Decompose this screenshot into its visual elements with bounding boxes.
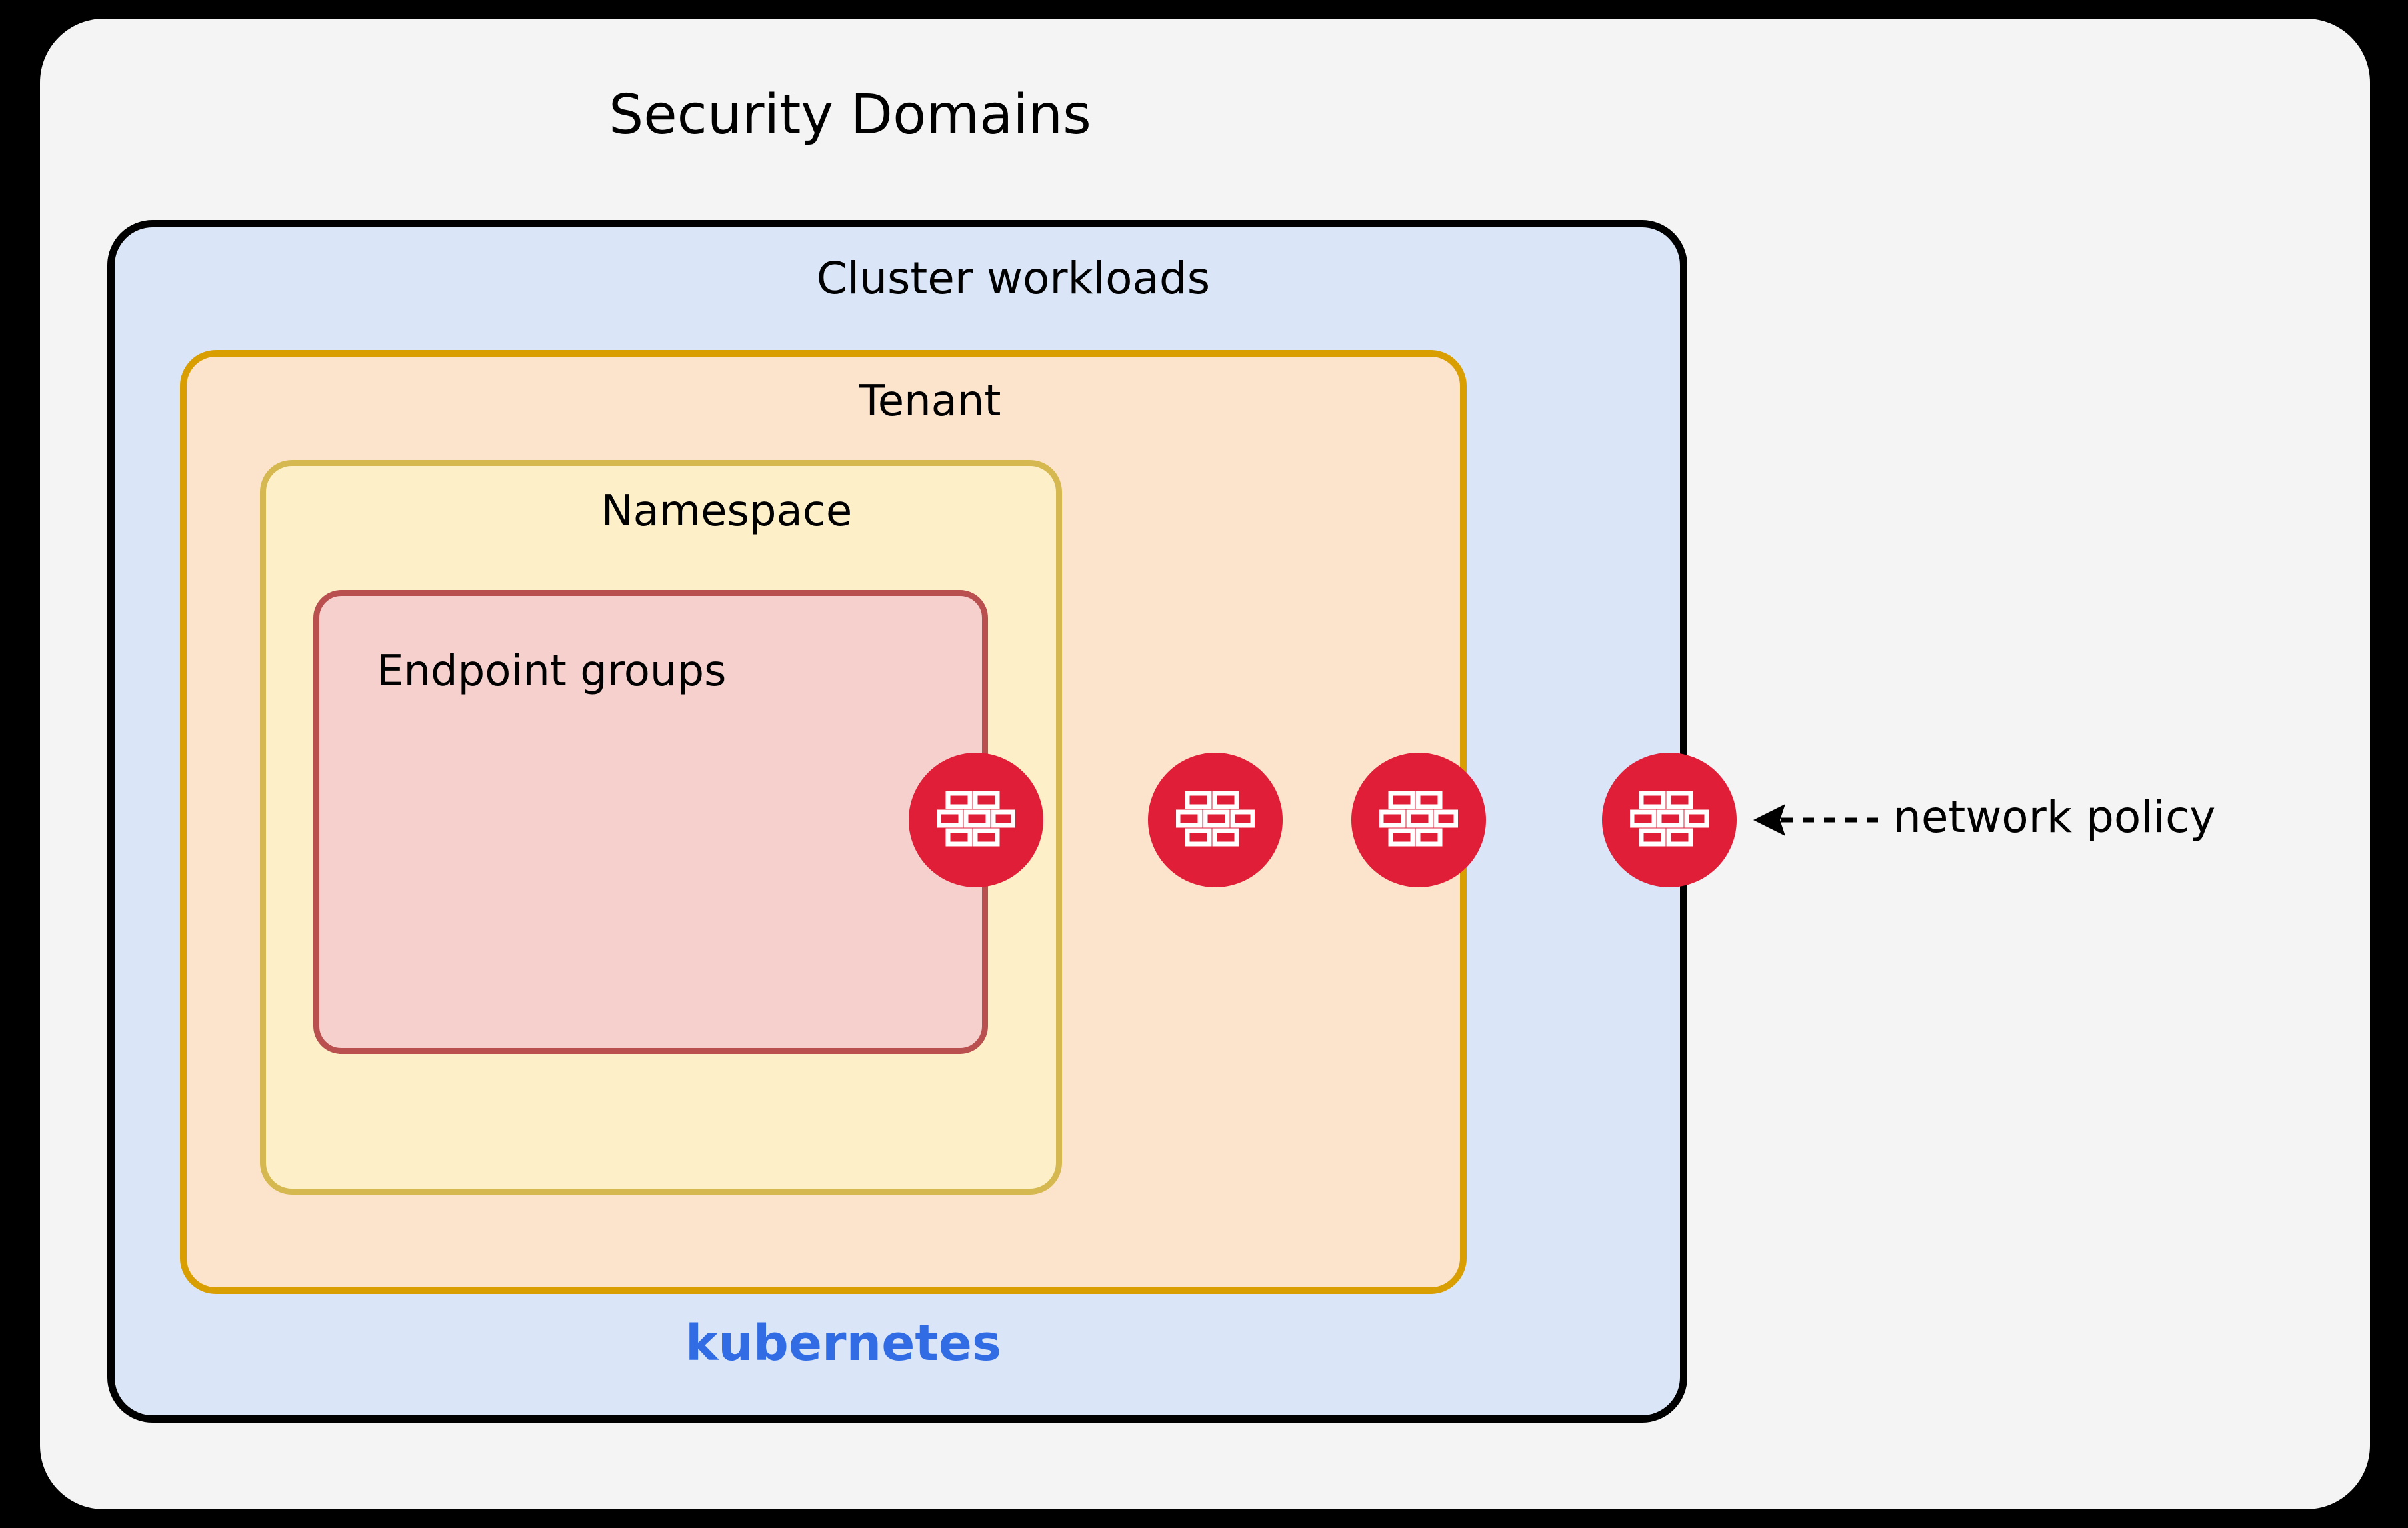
- security-domains-title: Security Domains: [609, 83, 1091, 147]
- tenant-label: Tenant: [859, 377, 1001, 426]
- firewall-marker-endpoint-groups[interactable]: [909, 753, 1043, 887]
- network-policy-label: network policy: [1893, 791, 2216, 843]
- firewall-marker-tenant[interactable]: [1351, 753, 1486, 887]
- firewall-marker-namespace[interactable]: [1148, 753, 1283, 887]
- cluster-workloads-label: Cluster workloads: [816, 253, 1211, 304]
- firewall-brick-wall-icon: [937, 791, 1015, 847]
- firewall-marker-cluster-workloads[interactable]: [1602, 753, 1737, 887]
- endpoint-groups-box: [313, 590, 988, 1054]
- endpoint-groups-label: Endpoint groups: [377, 647, 727, 696]
- firewall-brick-wall-icon: [1630, 791, 1709, 847]
- namespace-label: Namespace: [601, 487, 853, 536]
- network-policy-arrow-icon: [1753, 804, 1880, 836]
- kubernetes-wordmark: kubernetes: [685, 1315, 1002, 1372]
- firewall-brick-wall-icon: [1379, 791, 1458, 847]
- firewall-brick-wall-icon: [1176, 791, 1255, 847]
